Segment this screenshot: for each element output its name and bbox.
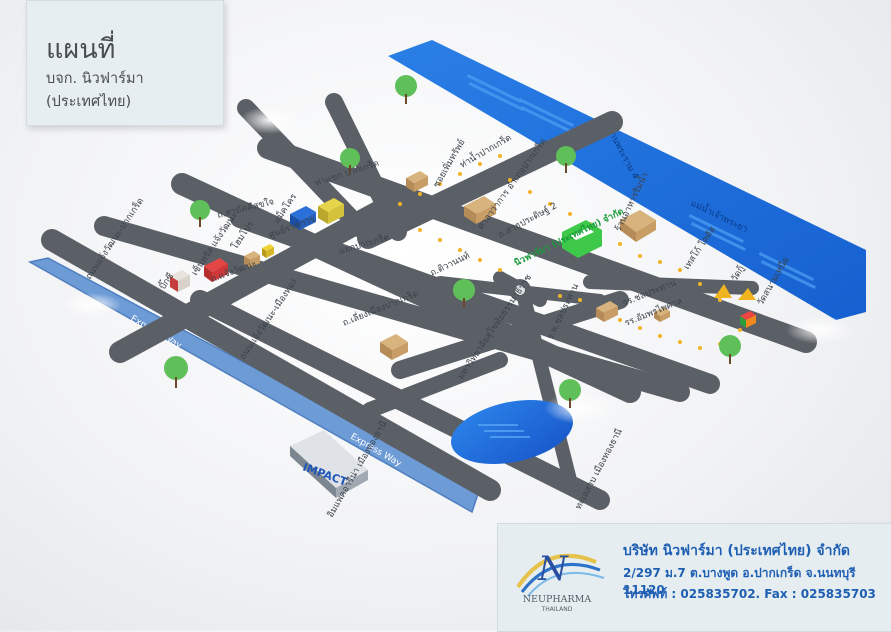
- river: [388, 40, 866, 320]
- trees: [164, 75, 741, 408]
- building-market: [406, 171, 428, 183]
- home-icon: [170, 270, 190, 281]
- building-school-2: [654, 307, 670, 316]
- tesco-icon: [290, 206, 316, 220]
- seven-icon: [740, 311, 756, 320]
- clouds: [62, 106, 854, 424]
- temple-icon: [714, 284, 732, 298]
- landmarks: [170, 171, 756, 498]
- logo-sub: THAILAND: [541, 606, 573, 613]
- building-riverside: [620, 210, 656, 232]
- impact-arena: [290, 430, 368, 488]
- building-police: [244, 251, 260, 260]
- logo-name: NEUPHARMA: [522, 594, 592, 605]
- road-network: [41, 93, 817, 510]
- company-info-card: N NEUPHARMA THAILAND บริษัท นิวฟาร์มา (ป…: [497, 523, 891, 632]
- central-icon: [204, 258, 228, 272]
- neupharma-logo: N: [516, 549, 605, 597]
- map-subheading: บจก. นิวฟาร์มา (ประเทศไทย): [46, 71, 144, 110]
- company-name: บริษัท นิวฟาร์มา (ประเทศไทย) จำกัด: [623, 543, 851, 559]
- building-school: [596, 301, 618, 313]
- shop-icon: [262, 244, 274, 251]
- label-tiwanon: ถ.ติวานนท์: [428, 249, 472, 278]
- label-temple: วัดกู้: [729, 264, 747, 284]
- company-phone: โทรศัพท์ : 025835702. Fax : 025835703: [623, 587, 876, 601]
- bigc-icon: [318, 198, 344, 212]
- map-heading: แผนที่: [46, 34, 116, 65]
- neupharma-building: [562, 220, 602, 258]
- building-district-office: [464, 196, 496, 214]
- lake: [451, 399, 573, 465]
- building-university: [380, 334, 408, 350]
- svg-text:N: N: [537, 549, 569, 589]
- company-address: 2/297 ม.7 ต.บางพูด อ.ปากเกร็ด จ.นนทบุรี …: [623, 566, 856, 597]
- title-card: แผนที่ บจก. นิวฟาร์มา (ประเทศไทย): [26, 0, 224, 126]
- temple-2-icon: [738, 288, 756, 300]
